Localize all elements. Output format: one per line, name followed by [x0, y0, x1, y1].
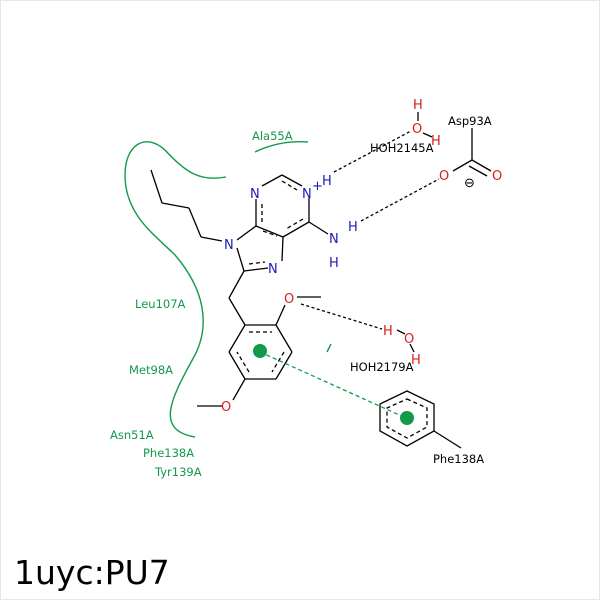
- water-2145: [417, 112, 433, 138]
- asp93-carboxylate: [452, 128, 492, 177]
- atom-nh2-h1: H: [348, 220, 358, 235]
- atom-n1-charge: +: [312, 179, 323, 194]
- hydrophobic-arc-ala55: [254, 141, 309, 153]
- atom-n1-h: H: [322, 174, 332, 189]
- label-phe138a: Phe138A: [143, 446, 194, 460]
- water2145-h-top: H: [413, 98, 423, 113]
- water-2179: [396, 329, 415, 353]
- butyl-chain: [150, 169, 223, 242]
- hbond-ome-water2179: [300, 303, 383, 330]
- atom-ome1-o: O: [284, 292, 294, 307]
- hbond-nh-asp93: [360, 178, 440, 222]
- ring-centroid-phe138: [400, 411, 414, 425]
- label-asn51a: Asn51A: [110, 428, 154, 442]
- atom-ome2-o: O: [221, 400, 231, 415]
- hydrophobic-arc-leu-met: [124, 141, 227, 438]
- dimethoxyphenyl: [197, 270, 321, 407]
- ring-centroid-ligand: [253, 344, 267, 358]
- label-ala55a: Ala55A: [252, 129, 293, 143]
- label-tyr139a: Tyr139A: [154, 465, 202, 479]
- atom-n7: N: [268, 262, 278, 277]
- label-leu107a: Leu107A: [135, 297, 186, 311]
- atom-nh2-h2: H: [329, 256, 339, 271]
- atom-asp-charge: ⊖: [464, 176, 475, 191]
- label-asp93a: Asp93A: [448, 114, 492, 128]
- water2179-h-bottom: H: [411, 353, 421, 368]
- hbond-nh-water2145: [333, 130, 412, 173]
- pi-stacking-line: [259, 351, 407, 419]
- hydrophobic-arc-small: [326, 343, 332, 353]
- label-met98a: Met98A: [129, 363, 173, 377]
- label-hoh2179a: HOH2179A: [350, 360, 414, 374]
- diagram-title: 1uyc:PU7: [14, 553, 170, 592]
- label-phe138a-stack: Phe138A: [433, 452, 484, 466]
- phe138-ring: [379, 390, 462, 449]
- atom-nh2-n: N: [329, 232, 339, 247]
- atom-n9: N: [224, 238, 234, 253]
- atom-n3: N: [250, 187, 260, 202]
- water2145-h-right: H: [431, 134, 441, 149]
- water2145-o: O: [412, 122, 422, 137]
- atom-asp-o1: O: [439, 169, 449, 184]
- water2179-o: O: [404, 332, 414, 347]
- atom-asp-o2: O: [492, 169, 502, 184]
- water2179-h-left: H: [383, 324, 393, 339]
- purine-core: [236, 174, 329, 272]
- label-hoh2145a: HOH2145A: [370, 141, 434, 155]
- atom-n1: N: [302, 187, 312, 202]
